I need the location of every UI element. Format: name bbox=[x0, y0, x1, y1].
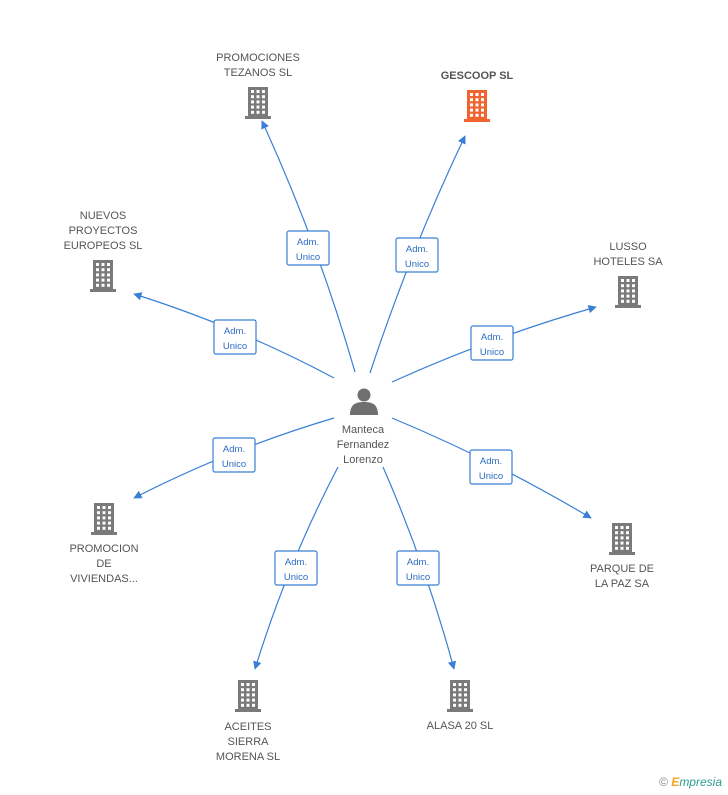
company-label-line: LUSSO bbox=[609, 241, 647, 253]
building-icon-promociones-tezanos[interactable] bbox=[245, 87, 271, 119]
company-label-promocion-viviendas[interactable]: PROMOCION DE VIVIENDAS... bbox=[69, 543, 138, 585]
company-label-line: TEZANOS SL bbox=[224, 67, 292, 79]
brand-watermark: © Empresia bbox=[659, 775, 722, 789]
role-text: Adm. bbox=[297, 237, 319, 248]
person-name-line: Lorenzo bbox=[343, 454, 383, 466]
role-text: Adm. bbox=[224, 326, 246, 337]
company-label-aceites-sierra-morena[interactable]: ACEITES SIERRA MORENA SL bbox=[216, 721, 280, 763]
role-text: Unico bbox=[405, 259, 429, 270]
role-badge-promociones-tezanos[interactable]: Adm. Unico bbox=[286, 230, 330, 266]
role-badge-promocion-viviendas[interactable]: Adm. Unico bbox=[212, 437, 256, 473]
company-label-line: PROMOCIONES bbox=[216, 52, 300, 64]
copyright-symbol: © bbox=[659, 775, 668, 789]
role-badge-parque-de-la-paz[interactable]: Adm. Unico bbox=[469, 449, 513, 485]
person-icon[interactable] bbox=[350, 388, 378, 416]
person-name-line: Fernandez bbox=[337, 439, 390, 451]
building-icon-aceites-sierra-morena[interactable] bbox=[235, 680, 261, 712]
role-text: Adm. bbox=[223, 444, 245, 455]
company-label-line: ALASA 20 SL bbox=[427, 720, 494, 732]
person-name-line: Manteca bbox=[342, 424, 385, 436]
building-icon-alasa-20[interactable] bbox=[447, 680, 473, 712]
role-text: Unico bbox=[223, 341, 247, 352]
company-label-line: PARQUE DE bbox=[590, 563, 654, 575]
role-text: Unico bbox=[222, 459, 246, 470]
company-label-line: HOTELES SA bbox=[593, 256, 663, 268]
company-label-parque-de-la-paz[interactable]: PARQUE DE LA PAZ SA bbox=[590, 563, 654, 590]
role-badge-nuevos-proyectos[interactable]: Adm. Unico bbox=[213, 319, 257, 355]
company-label-gescoop[interactable]: GESCOOP SL bbox=[441, 70, 514, 82]
company-label-line: ACEITES bbox=[224, 721, 271, 733]
company-label-line: MORENA SL bbox=[216, 751, 280, 763]
company-label-line: GESCOOP SL bbox=[441, 70, 514, 82]
building-icon-gescoop[interactable] bbox=[464, 90, 490, 122]
company-label-lusso-hoteles[interactable]: LUSSO HOTELES SA bbox=[593, 241, 663, 268]
role-text: Unico bbox=[296, 252, 320, 263]
building-icon-lusso-hoteles[interactable] bbox=[615, 276, 641, 308]
company-label-promociones-tezanos[interactable]: PROMOCIONES TEZANOS SL bbox=[216, 52, 300, 79]
role-text: Unico bbox=[284, 572, 308, 583]
company-label-line: SIERRA bbox=[228, 736, 270, 748]
role-text: Unico bbox=[406, 572, 430, 583]
role-text: Adm. bbox=[406, 244, 428, 255]
company-label-line: DE bbox=[96, 558, 111, 570]
role-text: Adm. bbox=[285, 557, 307, 568]
role-badge-aceites-sierra-morena[interactable]: Adm. Unico bbox=[274, 550, 318, 586]
role-text: Adm. bbox=[407, 557, 429, 568]
company-label-line: NUEVOS bbox=[80, 210, 126, 222]
brand-initial: E bbox=[671, 775, 680, 789]
building-icon-nuevos-proyectos[interactable] bbox=[90, 260, 116, 292]
role-text: Unico bbox=[479, 471, 503, 482]
company-label-nuevos-proyectos[interactable]: NUEVOS PROYECTOS EUROPEOS SL bbox=[64, 210, 143, 252]
company-label-line: EUROPEOS SL bbox=[64, 240, 143, 252]
role-text: Adm. bbox=[481, 332, 503, 343]
company-label-line: VIVIENDAS... bbox=[70, 573, 138, 585]
role-badge-lusso-hoteles[interactable]: Adm. Unico bbox=[470, 325, 514, 361]
company-label-line: PROYECTOS bbox=[69, 225, 138, 237]
role-text: Adm. bbox=[480, 456, 502, 467]
company-label-line: PROMOCION bbox=[69, 543, 138, 555]
role-badge-gescoop[interactable]: Adm. Unico bbox=[395, 237, 439, 273]
role-badge-alasa-20[interactable]: Adm. Unico bbox=[396, 550, 440, 586]
building-icon-promocion-viviendas[interactable] bbox=[91, 503, 117, 535]
brand-name: mpresia bbox=[679, 775, 722, 789]
company-label-alasa-20[interactable]: ALASA 20 SL bbox=[427, 720, 494, 732]
company-label-line: LA PAZ SA bbox=[595, 578, 650, 590]
role-text: Unico bbox=[480, 347, 504, 358]
building-icon-parque-de-la-paz[interactable] bbox=[609, 523, 635, 555]
